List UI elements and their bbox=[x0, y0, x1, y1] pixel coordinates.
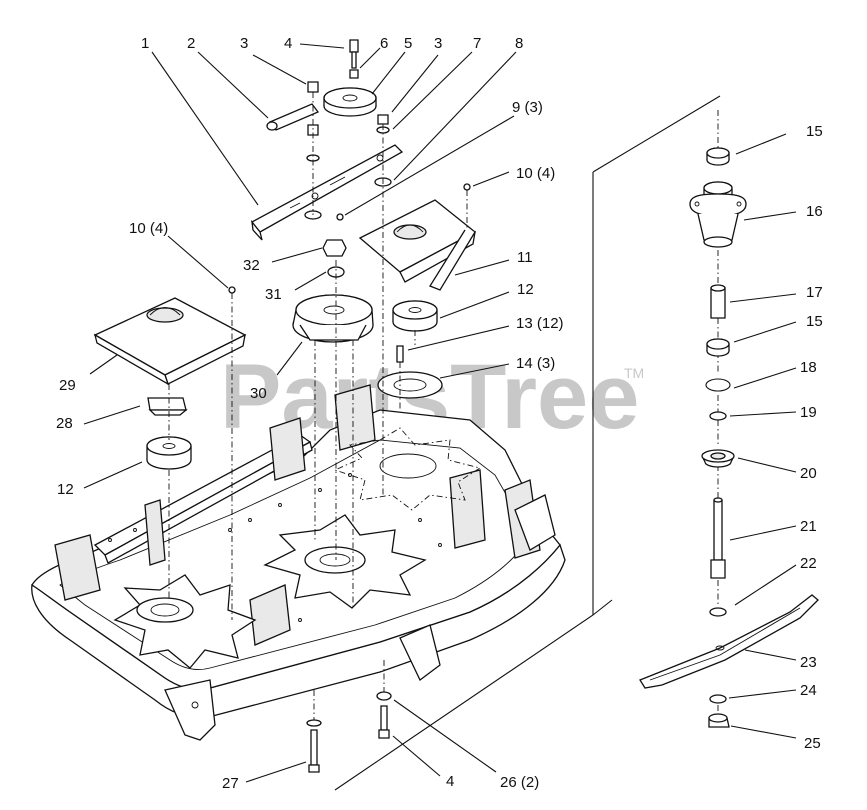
center-pulley bbox=[292, 294, 374, 343]
spring bbox=[266, 103, 320, 131]
callout-4-top: 4 bbox=[284, 35, 292, 52]
callout-11: 11 bbox=[517, 249, 533, 266]
callout-16: 16 bbox=[806, 203, 823, 220]
callout-2: 2 bbox=[187, 35, 195, 52]
callout-10-left: 10 (4) bbox=[129, 220, 168, 237]
callout-23: 23 bbox=[800, 654, 817, 671]
spindle-assembly bbox=[639, 147, 819, 728]
callout-32: 32 bbox=[243, 257, 260, 274]
callout-14: 14 (3) bbox=[516, 355, 555, 372]
bottom-hardware bbox=[306, 691, 392, 773]
callout-5: 5 bbox=[404, 35, 412, 52]
spindle-connector bbox=[334, 95, 721, 791]
assembly-lines bbox=[168, 92, 719, 720]
callout-7: 7 bbox=[473, 35, 481, 52]
left-spacer bbox=[146, 436, 192, 470]
callout-13: 13 (12) bbox=[516, 315, 564, 332]
callout-28: 28 bbox=[56, 415, 73, 432]
right-plate bbox=[377, 345, 443, 399]
callout-3-right: 3 bbox=[434, 35, 442, 52]
callout-21: 21 bbox=[800, 518, 817, 535]
callout-6: 6 bbox=[380, 35, 388, 52]
callout-1: 1 bbox=[141, 35, 149, 52]
left-shield bbox=[93, 286, 247, 386]
idler-pulley bbox=[323, 87, 377, 117]
callout-15-top: 15 bbox=[806, 123, 823, 140]
callout-25: 25 bbox=[804, 735, 821, 752]
callout-12-left: 12 bbox=[57, 481, 74, 498]
callout-17: 17 bbox=[806, 284, 823, 301]
idler-arm bbox=[251, 144, 404, 241]
left-key bbox=[147, 397, 188, 416]
callout-3-left: 3 bbox=[240, 35, 248, 52]
callout-8: 8 bbox=[515, 35, 523, 52]
callout-26: 26 (2) bbox=[500, 774, 539, 791]
callout-31: 31 bbox=[265, 286, 282, 303]
callout-12-right: 12 bbox=[517, 281, 534, 298]
center-nut bbox=[322, 239, 347, 278]
callout-15-bottom: 15 bbox=[806, 313, 823, 330]
callout-20: 20 bbox=[800, 465, 817, 482]
callout-10-right: 10 (4) bbox=[516, 165, 555, 182]
leader-lines bbox=[83, 43, 797, 783]
callout-4-bottom: 4 bbox=[446, 773, 454, 790]
right-spacer bbox=[392, 300, 438, 332]
watermark-tm: TM bbox=[624, 365, 644, 381]
callout-9: 9 (3) bbox=[512, 99, 543, 116]
callout-30: 30 bbox=[250, 385, 267, 402]
callout-27: 27 bbox=[222, 775, 239, 792]
right-shield bbox=[358, 199, 477, 291]
callout-labels: 1 2 3 4 6 5 3 7 8 9 (3) 10 (4) 10 (4) 11… bbox=[56, 35, 823, 792]
callout-22: 22 bbox=[800, 555, 817, 572]
callout-29: 29 bbox=[59, 377, 76, 394]
callout-19: 19 bbox=[800, 404, 817, 421]
mower-deck bbox=[31, 384, 566, 741]
callout-18: 18 bbox=[800, 359, 817, 376]
callout-24: 24 bbox=[800, 682, 817, 699]
